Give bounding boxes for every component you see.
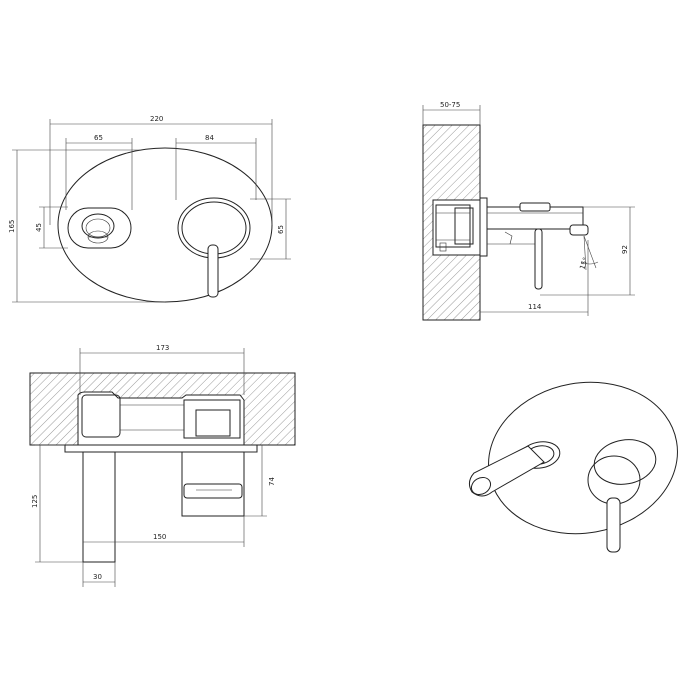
dim-top-length: 150 xyxy=(153,533,166,541)
dim-front-handle-height: 65 xyxy=(277,225,285,234)
dim-front-spout-height: 45 xyxy=(35,223,43,232)
dim-top-handle-depth: 74 xyxy=(268,477,276,486)
wall-plate xyxy=(57,147,273,303)
side-view: 50-75 114 92 15° xyxy=(422,101,635,321)
dim-top-centers: 173 xyxy=(156,344,169,352)
dim-top-spout-width: 30 xyxy=(93,573,102,581)
dim-side-projection: 114 xyxy=(528,303,542,311)
persp-spout xyxy=(468,445,545,497)
spout-nozzle xyxy=(81,213,115,239)
dim-top-spout-drop: 125 xyxy=(31,495,39,508)
dim-front-handle-offset: 84 xyxy=(205,134,214,142)
dim-side-angle: 15° xyxy=(578,256,590,270)
perspective-view xyxy=(468,381,678,553)
side-lever xyxy=(534,228,543,290)
front-view: 220 65 84 165 45 65 xyxy=(8,115,291,303)
dim-front-spout-offset: 65 xyxy=(94,134,103,142)
dim-side-wall-depth: 50-75 xyxy=(440,101,460,109)
spout-outlet xyxy=(67,207,132,249)
dim-side-height: 92 xyxy=(621,245,629,254)
persp-lever xyxy=(606,497,621,553)
dim-front-width: 220 xyxy=(150,115,163,123)
dim-front-height: 165 xyxy=(8,220,16,233)
handle-lever xyxy=(207,244,219,298)
persp-handle xyxy=(587,455,641,505)
top-view: 173 125 74 150 30 xyxy=(29,344,296,587)
top-spout xyxy=(82,451,116,563)
